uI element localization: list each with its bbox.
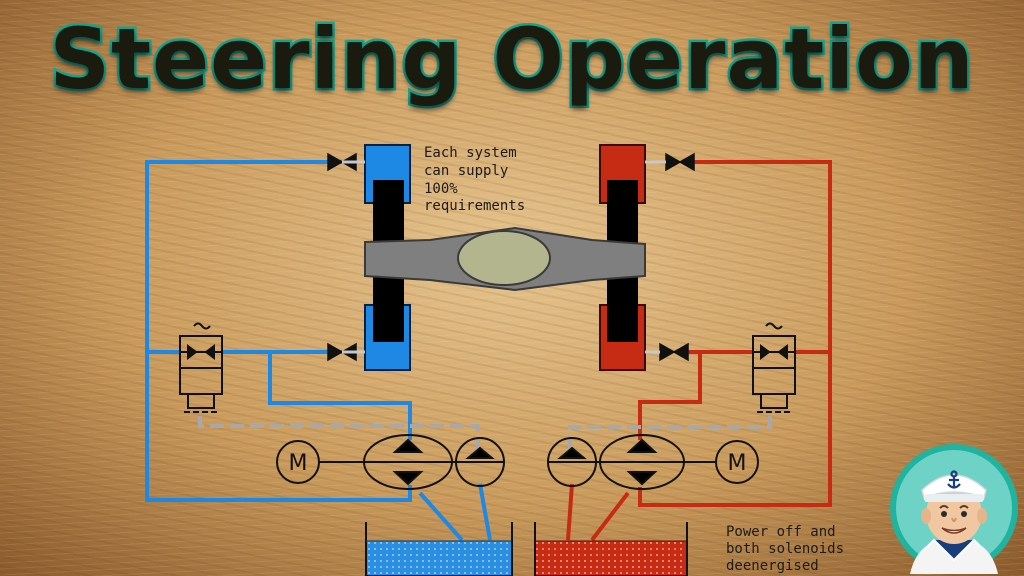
bowtie-valve-icon: [327, 342, 365, 362]
note-top-line: Each system: [424, 145, 517, 161]
rudder-stock-hub: [457, 230, 551, 286]
solenoid-valve-right: [752, 322, 796, 413]
solenoid-valve-left: [179, 322, 223, 413]
pump-icon: [599, 434, 685, 490]
red-system-lines: [638, 160, 832, 507]
bowtie-valve-icon: [645, 152, 695, 172]
note-bottom: Power off and both solenoids deenergised: [726, 524, 852, 574]
motor-icon: M: [276, 440, 320, 484]
motor-icon: M: [715, 440, 759, 484]
pump-icon: [363, 434, 453, 490]
note-bottom-line: deenergised: [726, 558, 819, 574]
solenoid-valve-icon: [179, 322, 223, 413]
page-title: Steering Operation: [47, 8, 976, 111]
blue-system-lines: [145, 160, 412, 502]
solenoid-valve-icon: [752, 322, 796, 413]
motor-label-left: M: [289, 451, 308, 476]
red-suction-lines: [566, 483, 630, 542]
bowtie-valve-icon: [327, 152, 365, 172]
rudder-ram-assembly: [364, 144, 646, 371]
pump-icon: [455, 437, 505, 487]
motor-label-right: M: [728, 451, 747, 476]
pump-unit-right: M: [547, 434, 759, 490]
note-bottom-line: both solenoids: [726, 541, 844, 557]
anchor-icon: [947, 470, 961, 489]
blue-suction-lines: [418, 483, 492, 542]
bowtie-valve-icon: [645, 342, 689, 362]
red-oil-tank: [534, 522, 688, 576]
isolating-valves: [327, 152, 695, 362]
note-top-line: can supply: [424, 163, 508, 179]
pump-unit-left: M: [276, 434, 505, 490]
note-bottom-line: Power off and: [726, 524, 836, 540]
note-top: Each system can supply 100% requirements: [424, 145, 525, 214]
sailor-mascot-icon: [890, 444, 1018, 574]
blue-oil-tank: [365, 522, 513, 576]
pilot-lines: [198, 416, 772, 458]
note-top-line: requirements: [424, 198, 525, 214]
pump-icon: [547, 437, 597, 487]
note-top-line: 100%: [424, 181, 458, 197]
